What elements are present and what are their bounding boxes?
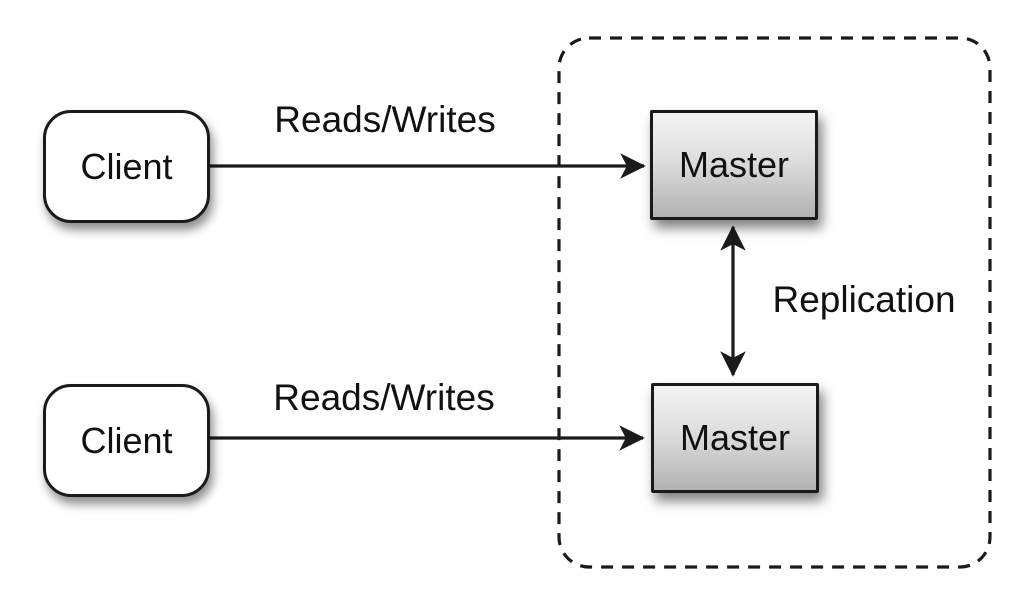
replication-boundary xyxy=(557,36,992,569)
master-2-label: Master xyxy=(679,417,791,458)
client-node-2: Client xyxy=(43,384,210,497)
client-node-1: Client xyxy=(43,110,210,223)
master-node-2: Master xyxy=(651,383,819,493)
master-node-1: Master xyxy=(650,110,818,220)
reads-writes-label-2: Reads/Writes xyxy=(273,377,495,418)
client-2-label: Client xyxy=(80,419,173,461)
master-1-label: Master xyxy=(678,144,790,185)
replication-label: Replication xyxy=(772,279,956,320)
client-1-label: Client xyxy=(80,145,173,187)
reads-writes-label-1: Reads/Writes xyxy=(274,99,496,140)
